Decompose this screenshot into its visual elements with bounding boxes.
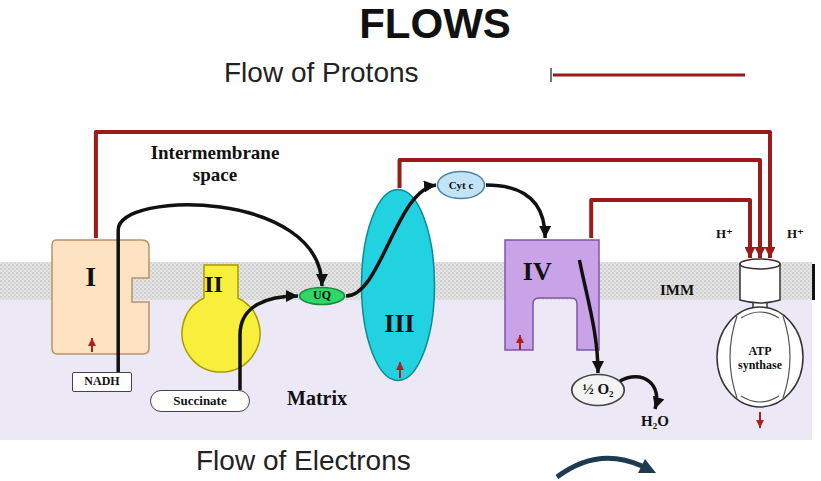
node-text: I bbox=[85, 261, 96, 293]
ubiquinone: UQ bbox=[298, 286, 346, 306]
cytochrome-c: Cyt c bbox=[436, 170, 486, 200]
shape-outline bbox=[740, 264, 780, 303]
shape-outline bbox=[505, 240, 599, 350]
complex-i-shape bbox=[50, 238, 152, 356]
shape-outline bbox=[52, 240, 149, 354]
region-label: Intermembrane space bbox=[140, 142, 290, 186]
water-node: H₂O bbox=[632, 410, 678, 434]
electron-flow-arrow bbox=[486, 185, 545, 238]
proton-legend-sample bbox=[553, 74, 745, 77]
membrane-edge-bar bbox=[812, 264, 815, 300]
complex-iv: IV bbox=[503, 238, 601, 352]
atp-synthase-shape bbox=[715, 256, 805, 412]
node-text: ATP synthase bbox=[730, 345, 790, 373]
shape-detail bbox=[783, 316, 790, 398]
proton-pump-arrow bbox=[399, 362, 401, 378]
region-label: Matrix bbox=[287, 386, 347, 410]
node-text: H₂O bbox=[641, 413, 669, 430]
legend-text: Flow of Protons bbox=[224, 58, 419, 89]
node-text: II bbox=[204, 271, 223, 299]
shape-outline bbox=[717, 307, 803, 407]
complex-iii-shape bbox=[360, 188, 436, 382]
node-text: ½ O₂ bbox=[582, 381, 613, 398]
succinate-box: Succinate bbox=[150, 390, 250, 412]
proton-pump-arrow bbox=[519, 335, 521, 350]
shape-detail bbox=[730, 316, 737, 398]
shape-outline bbox=[572, 375, 625, 406]
complex-iv-shape bbox=[503, 238, 601, 352]
node-text: III bbox=[384, 309, 414, 339]
proton-pump-arrow bbox=[91, 338, 93, 352]
electron-legend-head bbox=[638, 459, 656, 473]
complex-iii: III bbox=[360, 188, 436, 382]
legend-text: Flow of Electrons bbox=[196, 446, 411, 477]
proton-flow-line bbox=[96, 132, 770, 258]
proton-flow-line bbox=[591, 200, 750, 258]
shape-detail bbox=[741, 396, 779, 402]
proton-label: H⁺ bbox=[716, 226, 733, 242]
node-text: Succinate bbox=[173, 394, 226, 409]
node-text: Cyt c bbox=[449, 179, 474, 192]
shape-outline bbox=[362, 190, 435, 381]
shape-detail bbox=[741, 312, 779, 318]
electron-legend-sample bbox=[557, 458, 642, 477]
node-text: NADH bbox=[84, 375, 119, 389]
shape-outline bbox=[740, 259, 780, 269]
title: FLOWS bbox=[285, 0, 585, 48]
proton-label: H⁺ bbox=[787, 226, 804, 242]
atp-synthase: ATP synthase bbox=[715, 256, 805, 412]
proton-return-arrow bbox=[759, 412, 761, 428]
membrane-label: IMM bbox=[660, 281, 694, 299]
nadh-box: NADH bbox=[72, 372, 132, 392]
shape-outline bbox=[300, 288, 345, 305]
oxygen-circle: ½ O₂ bbox=[570, 373, 626, 407]
complex-ii: II bbox=[180, 263, 262, 373]
node-text: IV bbox=[523, 257, 552, 287]
shape-outline bbox=[182, 265, 260, 372]
node-text: UQ bbox=[313, 289, 331, 303]
legend-tick bbox=[550, 68, 552, 82]
electron-flow-arrow bbox=[620, 377, 657, 409]
shape-outline bbox=[438, 172, 485, 199]
complex-i: I bbox=[50, 238, 152, 356]
